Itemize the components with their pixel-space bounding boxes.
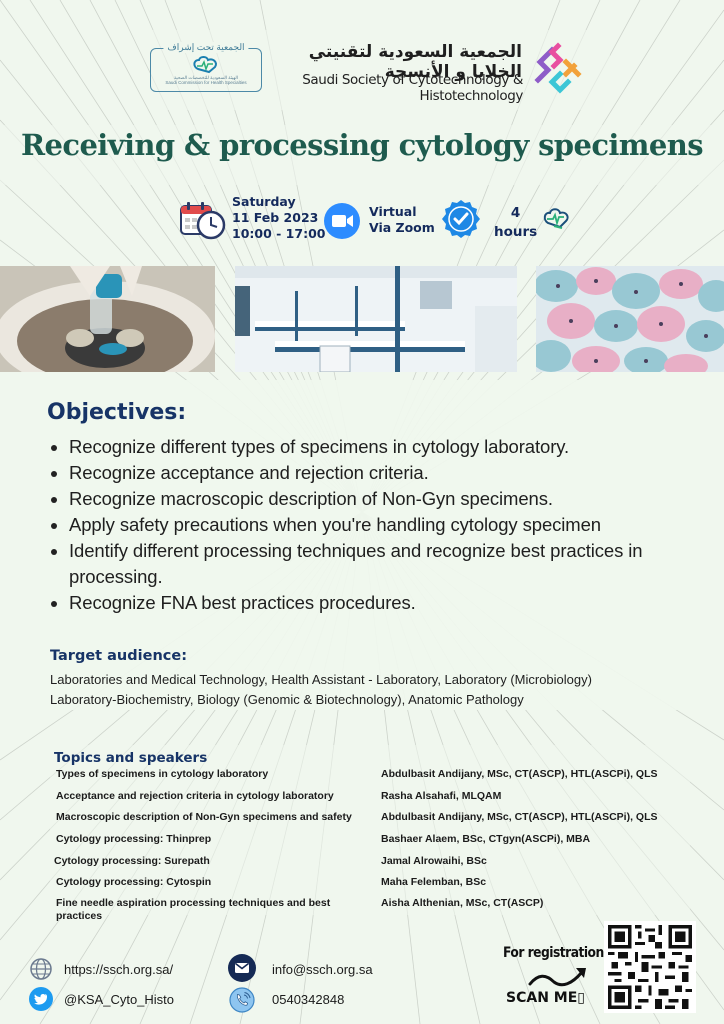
registration-qr-code[interactable] bbox=[604, 921, 696, 1013]
topic-item: Fine needle aspiration processing techni… bbox=[56, 897, 331, 922]
event-datetime: Saturday 11 Feb 2023 10:00 - 17:00 bbox=[232, 194, 325, 242]
speaker-item: Maha Felemban, BSc bbox=[381, 876, 487, 888]
scfhs-heart-icon bbox=[543, 208, 569, 229]
twitter-handle-link[interactable]: @KSA_Cyto_Histo bbox=[64, 992, 175, 1007]
target-audience-line2: Laboratory-Biochemistry, Biology (Genomi… bbox=[50, 692, 524, 707]
calendar-clock-icon bbox=[180, 202, 226, 240]
event-day: Saturday bbox=[232, 194, 296, 209]
topic-item: Cytology processing: Thinprep bbox=[56, 833, 212, 845]
objective-item: Recognize macroscopic description of Non… bbox=[48, 486, 708, 512]
objective-item: Recognize acceptance and rejection crite… bbox=[48, 460, 708, 486]
phone-icon bbox=[229, 987, 255, 1013]
hours-value: 4 bbox=[510, 205, 521, 221]
twitter-icon bbox=[29, 987, 53, 1011]
centrifuge-photo bbox=[0, 266, 215, 372]
event-date: 11 Feb 2023 bbox=[232, 210, 319, 225]
speaker-item: Bashaer Alaem, BSc, CTgyn(ASCPi), MBA bbox=[381, 833, 591, 845]
email-link[interactable]: info@ssch.org.sa bbox=[272, 962, 373, 977]
laboratory-photo bbox=[235, 266, 517, 372]
registration-label: For registration bbox=[503, 945, 604, 961]
globe-icon bbox=[30, 958, 52, 980]
verified-badge-icon bbox=[442, 200, 480, 238]
cytology-smear-photo bbox=[536, 266, 724, 372]
objective-item: Recognize different types of specimens i… bbox=[48, 434, 708, 460]
target-audience-title: Target audience: bbox=[50, 648, 187, 664]
event-duration: 4 hours bbox=[494, 204, 537, 242]
topic-item: Cytology processing: Surepath bbox=[54, 855, 210, 867]
topic-item: Types of specimens in cytology laborator… bbox=[56, 768, 269, 780]
speaker-item: Abdulbasit Andijany, MSc, CT(ASCP), HTL(… bbox=[381, 811, 658, 823]
curved-arrow-icon bbox=[528, 968, 586, 987]
objective-item: Identify different processing techniques… bbox=[48, 538, 648, 590]
speaker-item: Rasha Alsahafi, MLQAM bbox=[381, 790, 502, 802]
society-name-english: Saudi Society of Cytotechnology & Histot… bbox=[302, 72, 523, 104]
topic-item: Macroscopic description of Non-Gyn speci… bbox=[56, 811, 352, 823]
event-title: Receiving & processing cytology specimen… bbox=[21, 128, 704, 162]
scan-me-label: SCAN ME▯ bbox=[506, 990, 585, 1006]
topic-item: Acceptance and rejection criteria in cyt… bbox=[56, 790, 334, 802]
zoom-video-icon bbox=[324, 203, 360, 239]
event-mode-line2: Via Zoom bbox=[369, 220, 435, 235]
website-link[interactable]: https://ssch.org.sa/ bbox=[64, 962, 174, 977]
objective-item: Apply safety precautions when you're han… bbox=[48, 512, 708, 538]
hours-label: hours bbox=[494, 224, 538, 240]
topics-title: Topics and speakers bbox=[54, 750, 208, 766]
speaker-item: Aisha Althenian, MSc, CT(ASCP) bbox=[381, 897, 544, 909]
supervision-org-en: Saudi Commission for Health Specialties bbox=[165, 80, 247, 85]
speaker-item: Abdulbasit Andijany, MSc, CT(ASCP), HTL(… bbox=[381, 768, 658, 780]
supervision-label: الجمعية تحت إشراف bbox=[163, 42, 249, 53]
qr-code-icon bbox=[608, 925, 692, 1009]
objectives-title: Objectives: bbox=[47, 400, 187, 425]
target-audience-text: Laboratories and Medical Technology, Hea… bbox=[50, 670, 710, 710]
scfhs-supervision-badge: الجمعية تحت إشراف الهيئة السعودية للتخصص… bbox=[150, 42, 262, 92]
objectives-list: Recognize different types of specimens i… bbox=[48, 434, 708, 616]
target-audience-line1: Laboratories and Medical Technology, Hea… bbox=[50, 672, 592, 687]
event-mode-line1: Virtual bbox=[369, 204, 417, 219]
event-time: 10:00 - 17:00 bbox=[232, 226, 326, 241]
objective-item: Recognize FNA best practices procedures. bbox=[48, 590, 708, 616]
topic-item: Cytology processing: Cytospin bbox=[56, 876, 212, 888]
ssch-logo-icon bbox=[534, 42, 582, 94]
speaker-item: Jamal Alrowaihi, BSc bbox=[381, 855, 487, 867]
mail-icon bbox=[228, 954, 256, 982]
phone-link[interactable]: 0540342848 bbox=[272, 992, 345, 1007]
scfhs-heart-icon bbox=[193, 55, 217, 73]
event-mode: Virtual Via Zoom bbox=[369, 204, 435, 236]
